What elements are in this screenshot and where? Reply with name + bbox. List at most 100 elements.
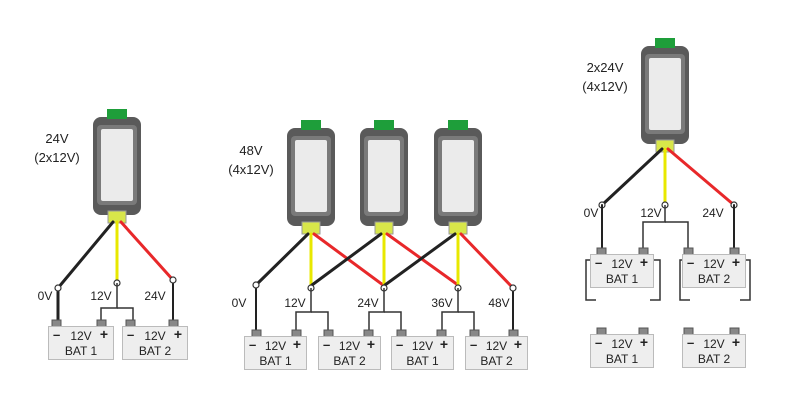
- panel3-battery-3: –12V +BAT 1: [590, 334, 654, 368]
- panel2-label-36v: 36V: [431, 296, 453, 310]
- panel3-wire-0v: [600, 147, 664, 207]
- panel3-label-12v: 12V: [640, 206, 662, 220]
- panel3-jumper-12v-a: [642, 205, 666, 250]
- panel3-wire-24v: [666, 147, 736, 207]
- panel3-title: 2x24V: [586, 60, 624, 75]
- panel2-battery-4: –12V+BAT 2: [465, 336, 528, 370]
- panel3-battery-2-name: BAT 2: [697, 272, 731, 286]
- panel1-battery-2-plus: +: [173, 326, 182, 342]
- panel1-title: 24V: [45, 131, 69, 146]
- panel3-battery-1-voltage: 12V: [611, 257, 633, 271]
- panel3-balancer-body: [649, 58, 681, 130]
- panel1-subtitle: (2x12V): [34, 150, 80, 165]
- panel1-battery-2-voltage: 12V: [144, 329, 166, 343]
- panel2-jumper-12v-b: [311, 311, 329, 330]
- panel3-battery-1-minus: –: [595, 255, 603, 270]
- panel3-battery-3-voltage: 12V: [611, 337, 633, 351]
- panel2-b1-black: [254, 232, 310, 287]
- panel3-battery-3-plus: +: [639, 334, 648, 350]
- panel1-balancer-body: [101, 129, 133, 201]
- panel1-battery-2-minus: –: [127, 327, 135, 342]
- panel2-balancer-3-indicator: [448, 120, 468, 130]
- panel3-balancer-indicator: [655, 38, 675, 48]
- panel2-battery-2-plus: +: [366, 336, 375, 352]
- panel2-jumper-24v-a: [368, 288, 385, 330]
- panel1-node-24v: [169, 276, 177, 284]
- panel2-balancer-1-body: [295, 140, 327, 212]
- panel2-jumper-36v-b: [458, 311, 475, 330]
- panel1-battery-2-name: BAT 2: [138, 344, 172, 358]
- panel2-balancer-2-body: [368, 140, 400, 212]
- panel3-battery-1-name: BAT 1: [605, 272, 639, 286]
- panel3-jumper-12v-b: [665, 221, 689, 250]
- panel2-jumper-36v-a: [441, 288, 459, 330]
- panel1-battery-1-minus: –: [53, 327, 61, 342]
- panel2-battery-3-plus: +: [439, 336, 448, 352]
- panel2-battery-3-minus: –: [396, 337, 404, 352]
- panel2-balancer-3-connector: [448, 221, 468, 235]
- panel3-battery-3-name: BAT 1: [605, 352, 639, 366]
- panel2-battery-1-minus: –: [249, 337, 257, 352]
- panel2-title: 48V: [239, 143, 263, 158]
- panel2-battery-3-voltage: 12V: [411, 339, 434, 353]
- panel3-parallel-mid-left: [650, 259, 661, 301]
- panel1-label-24v: 24V: [144, 289, 166, 303]
- panel1-jumper-a: [100, 283, 118, 320]
- panel3-battery-2-voltage: 12V: [703, 257, 725, 271]
- panel3-battery-2-plus: +: [731, 254, 740, 270]
- panel3-battery-2: –12V +BAT 2: [682, 254, 746, 288]
- panel2-battery-2-voltage: 12V: [338, 339, 361, 353]
- panel2-jumper-24v-b: [384, 311, 402, 330]
- panel3-battery-3-minus: –: [595, 335, 603, 350]
- panel2-label-0v: 0V: [231, 296, 247, 310]
- panel3-battery-2-minus: –: [687, 255, 695, 270]
- panel3-battery-4-voltage: 12V: [703, 337, 725, 351]
- panel3-battery-4-name: BAT 2: [697, 352, 731, 366]
- panel2-battery-3-name: BAT 1: [406, 354, 439, 368]
- panel2-balancer-2-indicator: [374, 120, 394, 130]
- panel2-b2-black: [310, 232, 383, 287]
- panel1-battery-1-name: BAT 1: [64, 344, 98, 358]
- panel2-battery-1: –12V +BAT 1: [244, 336, 307, 370]
- panel3-battery-4-minus: –: [687, 335, 695, 350]
- panel1-battery-1-voltage: 12V: [70, 329, 92, 343]
- panel2-battery-2-name: BAT 2: [333, 354, 366, 368]
- panel3-battery-4: –12V +BAT 2: [682, 334, 746, 368]
- panel2-balancer-1-connector: [301, 221, 321, 235]
- panel3-battery-4-plus: +: [731, 334, 740, 350]
- panel1-balancer-indicator: [107, 109, 127, 119]
- panel2-balancer-1-indicator: [301, 120, 321, 130]
- panel2-battery-1-voltage: 12V: [264, 339, 287, 353]
- panel1-jumper-b: [117, 307, 134, 320]
- panel1-label-0v: 0V: [37, 289, 53, 303]
- panel2-node-0v: [252, 281, 260, 289]
- panel1-node-0v: [54, 284, 62, 292]
- panel3-battery-1: –12V +BAT 1: [590, 254, 654, 288]
- panel2-battery-3: –12V +BAT 1: [391, 336, 454, 370]
- panel1-label-12v: 12V: [90, 289, 112, 303]
- panel2-balancer-3-body: [442, 140, 474, 212]
- panel3-label-24v: 24V: [702, 206, 724, 220]
- panel2-label-24v: 24V: [357, 296, 379, 310]
- panel2-label-12v: 12V: [284, 296, 306, 310]
- panel3-battery-1-plus: +: [639, 254, 648, 270]
- panel2-balancer-2-connector: [374, 221, 394, 235]
- panel2-battery-1-name: BAT 1: [259, 354, 292, 368]
- panel3-label-0v: 0V: [583, 206, 599, 220]
- panel2-subtitle: (4x12V): [228, 162, 274, 177]
- panel2-node-48v: [509, 284, 517, 292]
- panel2-b3-red: [459, 232, 515, 290]
- panel2-label-48v: 48V: [488, 296, 510, 310]
- panel2-b3-black: [383, 232, 457, 287]
- panel1-wire-0v: [56, 220, 115, 290]
- panel2-jumper-12v-a: [295, 288, 312, 330]
- panel1-wire-24v: [119, 220, 175, 282]
- panel3-subtitle: (4x12V): [582, 79, 628, 94]
- panel2-battery-2-minus: –: [323, 337, 331, 352]
- panel2-battery-4-voltage: 12V: [485, 339, 508, 353]
- panel2-battery-4-minus: –: [470, 337, 478, 352]
- panel2-battery-2: –12V +BAT 2: [318, 336, 381, 370]
- panel2-battery-4-plus: +: [513, 336, 522, 352]
- panel2-battery-1-plus: +: [292, 336, 301, 352]
